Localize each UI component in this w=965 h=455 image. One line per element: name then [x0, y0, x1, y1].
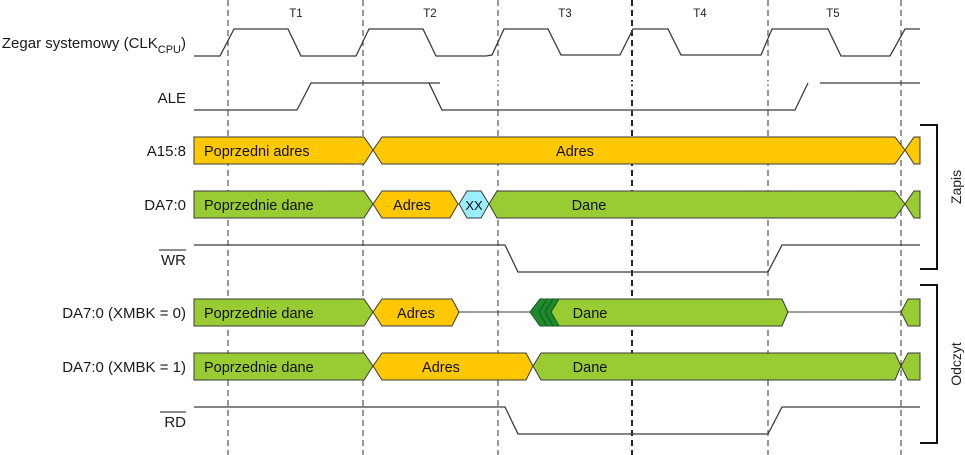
cycle-label-t5: T5	[826, 8, 839, 20]
a15-bus: Poprzedni adres Adres	[193, 136, 921, 165]
cycle-labels: T1 T2 T3 T4 T5	[289, 8, 839, 20]
xmbk0-text-prev: Poprzednie dane	[204, 306, 314, 322]
xmbk1-segment-data	[532, 352, 902, 381]
xmbk0-segment-next	[900, 298, 921, 327]
xmbk1-segment-prev	[193, 352, 374, 381]
cycle-label-t1: T1	[289, 8, 302, 20]
da-segment-xx	[458, 190, 490, 219]
rd-label: RD	[164, 414, 186, 431]
rd-waveform	[194, 406, 920, 435]
a15-segment-next	[904, 136, 921, 165]
ale-waveform-mid	[428, 82, 809, 111]
xmbk0-segment-prev	[193, 298, 374, 327]
da-text-addr: Adres	[393, 198, 431, 214]
write-group-label: Zapis	[948, 170, 964, 204]
clk-label: Zegar systemowy (CLKCPU)	[2, 35, 186, 56]
xmbk1-text-data: Dane	[573, 360, 608, 376]
a15-text-prev: Poprzedni adres	[204, 144, 310, 160]
a15-segment-addr	[372, 136, 906, 165]
xmbk0-segment-data	[529, 298, 789, 327]
xmbk0-text-addr: Adres	[397, 306, 435, 322]
a15-label: A15:8	[147, 143, 186, 160]
da-text-data: Dane	[572, 198, 607, 214]
cycle-label-t4: T4	[693, 8, 707, 20]
write-group-bracket: Zapis	[920, 124, 964, 270]
cycle-label-t3: T3	[558, 8, 571, 20]
xmbk0-text-data: Dane	[573, 306, 608, 322]
da-segment-data	[488, 190, 906, 219]
a15-text-addr: Adres	[556, 144, 594, 160]
da-bus: Poprzednie dane Adres XX Dane	[193, 190, 921, 219]
da-segment-next	[904, 190, 921, 219]
signal-labels: Zegar systemowy (CLKCPU) ALE A15:8 DA7:0…	[2, 35, 186, 431]
xmbk0-transition-hatch	[529, 298, 560, 327]
cycle-boundaries	[227, 0, 902, 455]
xmbk1-segment-addr	[372, 352, 534, 381]
da-text-prev: Poprzednie dane	[204, 198, 314, 214]
a15-segment-prev	[193, 136, 374, 165]
xmbk0-label: DA7:0 (XMBK = 0)	[62, 305, 186, 322]
clk-waveform	[194, 28, 920, 57]
xmbk1-segment-next	[900, 352, 921, 381]
xmbk1-bus: Poprzednie dane Adres Dane	[193, 352, 921, 381]
da-segment-addr	[372, 190, 459, 219]
xmbk0-bus: Poprzednie dane Adres Dane	[193, 298, 921, 327]
cycle-label-t2: T2	[423, 8, 436, 20]
ale-label: ALE	[158, 90, 186, 107]
wr-label: WR	[161, 252, 186, 269]
wr-waveform	[194, 244, 920, 273]
xmbk1-text-addr: Adres	[422, 360, 460, 376]
da-text-xx: XX	[465, 198, 483, 213]
read-group-label: Odczyt	[948, 342, 964, 386]
xmbk1-label: DA7:0 (XMBK = 1)	[62, 359, 186, 376]
read-group-bracket: Odczyt	[920, 284, 964, 444]
da-segment-prev	[193, 190, 374, 219]
xmbk0-segment-addr	[372, 298, 460, 327]
ale-waveform	[194, 82, 920, 111]
da-label: DA7:0	[144, 197, 186, 214]
xmbk1-text-prev: Poprzednie dane	[204, 360, 314, 376]
